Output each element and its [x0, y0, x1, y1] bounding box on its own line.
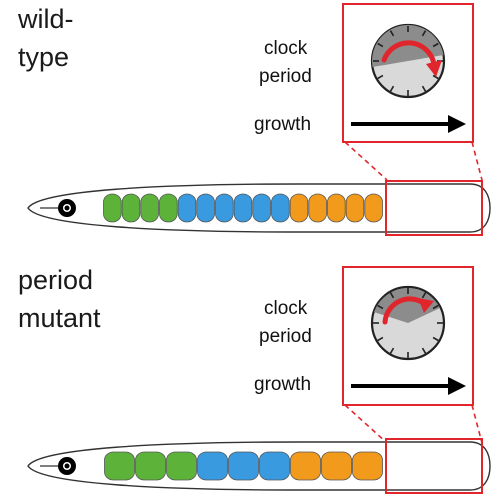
wild-type-panel	[27, 3, 491, 236]
somite-green	[121, 193, 141, 223]
wild-type-title-line1: wild-	[18, 4, 74, 34]
somite-orange	[290, 451, 321, 481]
clock-tick	[389, 85, 395, 92]
somite-blue	[252, 193, 271, 223]
somite-orange	[321, 451, 352, 481]
clock-tick	[389, 292, 395, 299]
clock-tick	[432, 74, 439, 80]
wild-type-somites	[103, 193, 383, 223]
period-mutant-zoom-box	[342, 266, 474, 406]
period-mutant-panel	[27, 266, 491, 494]
wild-type-zoom-box	[342, 3, 474, 143]
somite-green	[159, 193, 178, 223]
somite-green	[103, 193, 122, 223]
wild-type-clock-dark-sector	[372, 25, 444, 67]
clock-tick	[432, 42, 439, 48]
period-mutant-title-line1: period	[18, 265, 94, 295]
somite-blue	[233, 193, 253, 223]
wild-type-zoom-line-right	[471, 141, 483, 181]
somite-blue	[197, 451, 228, 481]
somite-blue	[177, 193, 197, 223]
clock-tick	[421, 85, 427, 92]
somite-green	[140, 193, 159, 223]
period-mutant-presomitic-box	[385, 438, 483, 494]
period-mutant-title-line2: mutant	[18, 303, 101, 333]
somite-orange	[289, 193, 309, 223]
clock-tick	[377, 42, 384, 48]
somite-green	[166, 451, 197, 481]
somite-orange	[352, 451, 383, 481]
somite-green	[135, 451, 166, 481]
wild-type-zoom-line-left	[344, 141, 388, 181]
wild-type-clock-label-line1: clock	[264, 38, 308, 59]
somite-orange	[327, 193, 346, 223]
clock-tick	[377, 336, 384, 342]
period-mutant-growth-label: growth	[254, 374, 312, 395]
somite-green	[104, 451, 135, 481]
period-mutant-clock-label-line2: period	[259, 326, 312, 347]
period-mutant-clock-ticks	[373, 288, 443, 358]
somite-orange	[345, 193, 365, 223]
clock-tick	[389, 347, 395, 354]
period-mutant-clock-label-line1: clock	[264, 298, 308, 319]
somite-orange	[308, 193, 327, 223]
period-mutant-clock	[370, 285, 446, 361]
somite-blue	[271, 193, 290, 223]
period-mutant-zoom-line-right	[471, 404, 483, 444]
wild-type-clock-arrow	[381, 40, 437, 67]
clock-tick	[432, 304, 439, 310]
clock-tick	[432, 336, 439, 342]
clock-tick	[377, 74, 384, 80]
period-mutant-somites	[104, 451, 383, 481]
wild-type-title-line2: type	[18, 42, 70, 72]
clock-tick	[377, 304, 384, 310]
wild-type-clock-ticks	[373, 26, 443, 96]
clock-tick	[421, 292, 427, 299]
clock-tick	[421, 30, 427, 37]
somite-orange	[364, 193, 383, 223]
wild-type-growth-label: growth	[254, 114, 312, 135]
clock-tick	[389, 30, 395, 37]
period-mutant-zoom-line-left	[344, 404, 388, 444]
wild-type-clock-label-line2: period	[259, 66, 312, 87]
somite-blue	[228, 451, 259, 481]
wild-type-clock	[370, 23, 446, 99]
wild-type-presomitic-box	[385, 180, 483, 236]
clock-tick	[421, 347, 427, 354]
somite-blue	[259, 451, 290, 481]
somite-blue	[215, 193, 234, 223]
somite-blue	[196, 193, 215, 223]
period-mutant-embryo-body	[27, 441, 491, 491]
